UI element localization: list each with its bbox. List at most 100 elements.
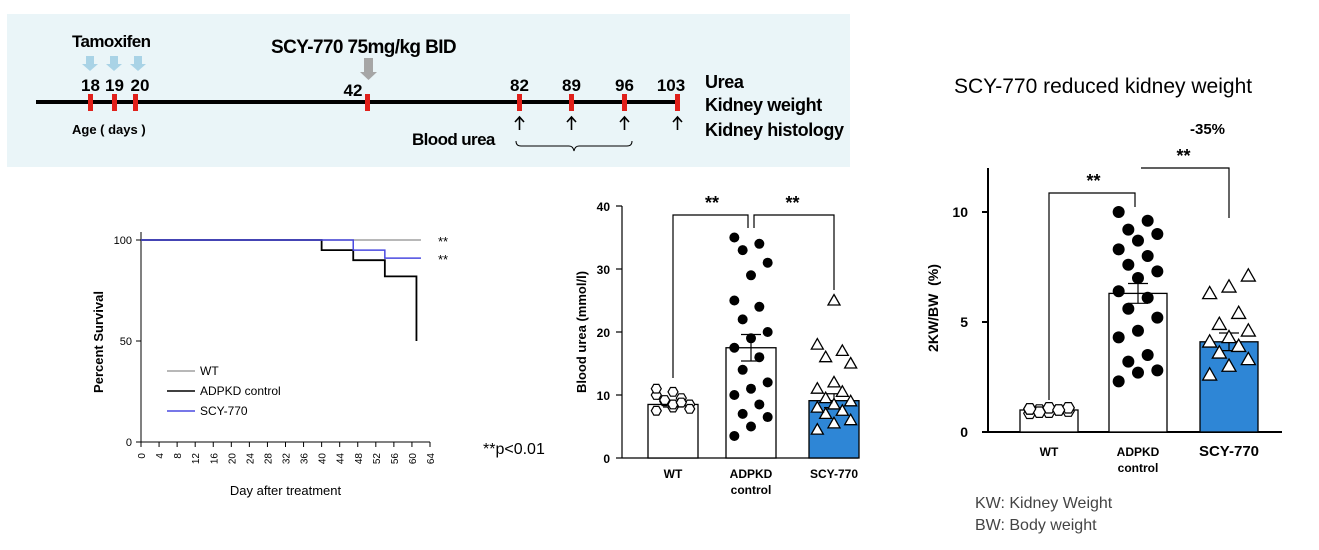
data-point (762, 377, 773, 388)
significance-label: ** (705, 193, 719, 213)
data-point (1141, 214, 1154, 227)
tamoxifen-day-label: 20 (131, 76, 150, 95)
timeline-svg: Tamoxifen 18 19 20 SCY-770 75mg/kg BID 4… (36, 32, 844, 152)
tamoxifen-day-label: 19 (105, 76, 124, 95)
data-point (1122, 355, 1135, 368)
data-point (1201, 333, 1218, 348)
y-axis-label: Percent Survival (91, 291, 106, 393)
data-point (1112, 331, 1125, 344)
timeline-tick (365, 94, 370, 111)
data-point (818, 406, 833, 420)
data-point (754, 399, 765, 410)
data-point (1112, 206, 1125, 218)
data-point (754, 238, 765, 249)
category-label: ADPKD (730, 467, 773, 481)
data-point (1141, 291, 1154, 304)
data-point (1132, 366, 1144, 379)
x-tick-label: 12 (191, 453, 202, 465)
data-point (826, 397, 842, 410)
survival-line (141, 239, 418, 341)
data-point (746, 270, 756, 281)
y-tick-label: 0 (603, 452, 610, 466)
significance-label: ** (438, 252, 448, 267)
tamoxifen-label: Tamoxifen (72, 32, 151, 51)
significance-label: ** (1176, 146, 1190, 166)
data-point (1201, 285, 1218, 300)
data-point (1151, 364, 1164, 377)
y-tick-label: 10 (952, 204, 968, 220)
data-point (729, 232, 740, 243)
timeline-tick (569, 94, 574, 111)
data-point (1230, 304, 1247, 320)
y-tick-label: 100 (114, 235, 132, 247)
timeline-tick (675, 94, 680, 111)
data-point (843, 393, 858, 407)
up-arrow-icon (566, 115, 577, 130)
data-point (1023, 403, 1037, 415)
data-point (826, 375, 842, 388)
data-point (737, 314, 748, 325)
y-tick-label: 30 (597, 263, 611, 277)
data-point (1141, 349, 1154, 361)
age-label: Age ( days ) (72, 122, 146, 137)
data-point (729, 430, 740, 441)
footnote-kw: KW: Kidney Weight (975, 495, 1113, 512)
data-point (1122, 223, 1135, 236)
x-tick-label: 36 (300, 453, 311, 465)
endpoint-label: Kidney histology (705, 120, 844, 140)
y-axis-label: Blood urea (mmol/l) (574, 271, 589, 393)
significance-label: ** (1086, 171, 1100, 191)
timeline-tick (133, 94, 138, 111)
data-point (835, 403, 850, 416)
significance-bracket (753, 214, 835, 290)
data-point (737, 364, 748, 375)
data-point (1132, 324, 1144, 337)
x-tick-label: 28 (263, 453, 274, 465)
category-label: control (731, 483, 772, 497)
up-arrow-icon (672, 115, 683, 130)
y-tick-label: 10 (597, 389, 611, 403)
data-point (1141, 250, 1154, 262)
data-point (746, 421, 756, 432)
data-point (762, 257, 773, 268)
x-tick-label: 40 (318, 453, 329, 465)
sample-day-label: 96 (615, 76, 634, 95)
significance-bracket (1048, 192, 1136, 400)
timeline-tick (88, 94, 93, 111)
significance-label: ** (438, 234, 448, 249)
x-tick-label: 8 (173, 453, 184, 459)
legend-label: ADPKD control (200, 384, 281, 398)
data-point (762, 412, 773, 423)
treatment-label: SCY-770 75mg/kg BID (271, 37, 456, 58)
data-point (1132, 272, 1144, 284)
data-point (746, 383, 756, 394)
treatment-start-label: 42 (344, 81, 363, 100)
data-point (1220, 357, 1238, 372)
timeline-panel: Tamoxifen 18 19 20 SCY-770 75mg/kg BID 4… (7, 14, 850, 167)
data-point (835, 384, 850, 398)
up-arrow-icon (514, 115, 525, 130)
x-tick-label: 56 (390, 453, 401, 465)
data-point (762, 327, 773, 337)
data-point (650, 405, 662, 416)
sample-day-label: 82 (510, 76, 529, 95)
sampling-arrows (514, 115, 683, 152)
data-point (1240, 351, 1257, 366)
legend-label: SCY-770 (200, 404, 248, 418)
tamoxifen-arrow-icon (130, 56, 146, 71)
blood-urea-label: Blood urea (412, 130, 496, 149)
data-point (1220, 278, 1238, 293)
data-point (754, 352, 765, 363)
data-point (810, 400, 825, 413)
data-point (1240, 267, 1257, 282)
timeline-tick (517, 94, 522, 111)
data-point (843, 412, 858, 426)
category-label: ADPKD (1117, 445, 1160, 459)
data-point (684, 403, 696, 414)
endpoint-label: Urea (705, 72, 745, 92)
x-tick-label: 16 (209, 453, 220, 465)
data-point (835, 343, 850, 357)
